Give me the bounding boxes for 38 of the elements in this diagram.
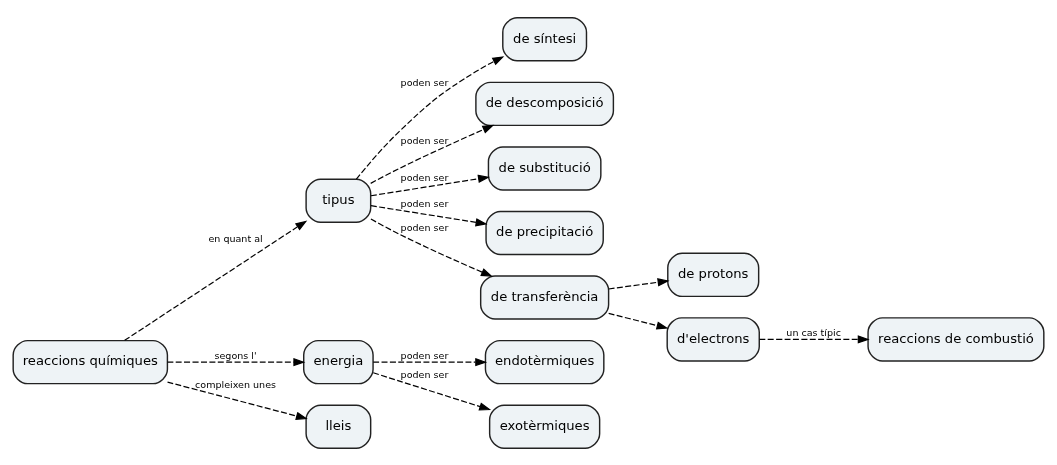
edge-label: poden ser [400,221,449,233]
arrow [370,124,495,184]
edge-label: segons l' [214,349,257,361]
edge-label: poden ser [400,134,449,146]
node-box: de descomposició [475,81,615,126]
arrow [124,219,308,341]
arrow [370,174,490,196]
arrow [608,312,669,330]
arrow [370,204,488,226]
node-box: de síntesi [502,16,588,62]
node-box: de transferència [479,274,610,320]
node-box: reaccions químiques [12,339,169,384]
edge-label: poden ser [400,349,449,361]
node-box: tipus [305,178,372,223]
edge-label: poden ser [400,76,449,88]
edge-label: en quant al [208,232,263,244]
arrow [608,277,670,290]
node-box: reaccions de combustió [867,316,1045,362]
edge-label: compleixen unes [195,378,277,390]
arrow [166,381,308,420]
node-box: exotèrmiques [488,403,601,449]
edge-label: poden ser [400,197,449,209]
node-box: lleis [305,403,372,449]
arrow [166,357,306,366]
node-box: de precipitació [485,210,604,255]
arrow [759,334,870,344]
arrow [372,357,488,366]
edge-label: poden ser [400,368,449,380]
node-box: endotèrmiques [484,339,605,384]
node-box: de protons [667,252,760,297]
edge-label: poden ser [400,171,449,183]
arrow [355,55,505,180]
node-box: energia [303,339,374,384]
arrow [370,217,493,277]
node-box: d'electrons [666,316,760,362]
edge-label: un cas típic [786,326,841,338]
arrow [372,371,492,410]
node-box: de substitució [487,145,602,191]
